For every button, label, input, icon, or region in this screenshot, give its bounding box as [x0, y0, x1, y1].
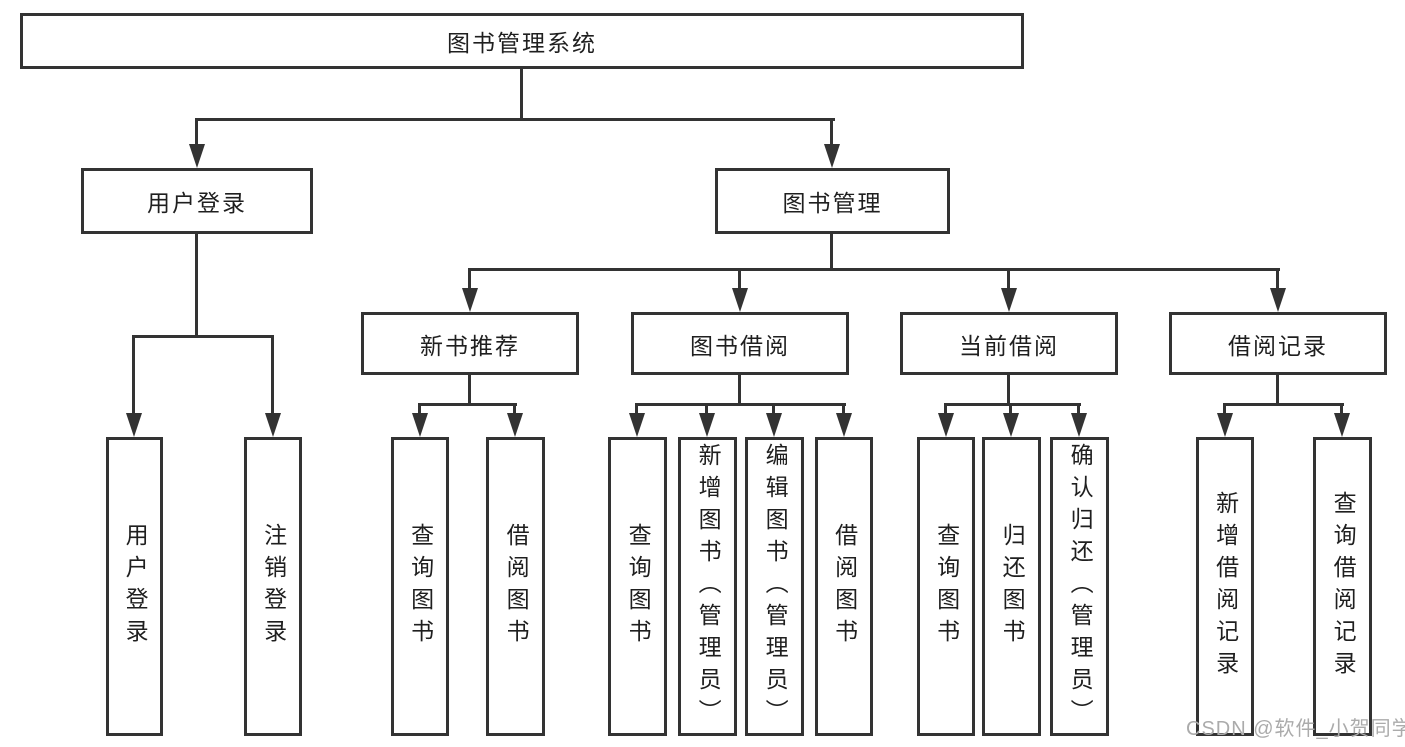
leaf-bb-add-books-admin: 新增图书（管理员）	[678, 437, 737, 736]
arrowhead-down	[824, 144, 840, 168]
leaf-logout-login: 注销登录	[244, 437, 302, 736]
connector-line	[468, 268, 471, 290]
connector-line	[271, 335, 274, 413]
connector-line	[520, 69, 523, 118]
arrowhead-down	[412, 413, 428, 437]
node-current-borrowing: 当前借阅	[900, 312, 1118, 375]
node-book-borrowing: 图书借阅	[631, 312, 849, 375]
node-borrowing-records: 借阅记录	[1169, 312, 1387, 375]
connector-line	[195, 118, 198, 146]
connector-line	[195, 234, 198, 338]
arrowhead-down	[766, 413, 782, 437]
connector-line	[830, 118, 833, 146]
arrowhead-down	[1334, 413, 1350, 437]
connector-line	[944, 403, 1081, 406]
leaf-br-query-record: 查询借阅记录	[1313, 437, 1372, 736]
leaf-cb-query-books: 查询图书	[917, 437, 975, 736]
connector-line	[418, 403, 517, 406]
connector-line	[418, 403, 421, 415]
connector-line	[944, 403, 947, 415]
node-new-book-recommend: 新书推荐	[361, 312, 579, 375]
connector-line	[830, 234, 833, 271]
leaf-bb-query-books: 查询图书	[608, 437, 667, 736]
connector-line	[738, 268, 741, 290]
watermark: CSDN @软件_小贺同学	[1186, 718, 1405, 740]
arrowhead-down	[1217, 413, 1233, 437]
arrowhead-down	[1001, 288, 1017, 312]
arrowhead-down	[629, 413, 645, 437]
arrowhead-down	[507, 413, 523, 437]
connector-line	[132, 335, 274, 338]
connector-line	[1007, 375, 1010, 406]
connector-line	[1009, 403, 1012, 415]
connector-line	[635, 403, 846, 406]
leaf-bb-edit-books-admin: 编辑图书（管理员）	[745, 437, 804, 736]
leaf-br-add-record: 新增借阅记录	[1196, 437, 1254, 736]
connector-line	[772, 403, 775, 415]
arrowhead-down	[126, 413, 142, 437]
leaf-user-login: 用户登录	[106, 437, 163, 736]
arrowhead-down	[699, 413, 715, 437]
connector-line	[132, 335, 135, 413]
connector-line	[635, 403, 638, 415]
connector-line	[1077, 403, 1080, 415]
connector-line	[1223, 403, 1344, 406]
arrowhead-down	[189, 144, 205, 168]
connector-line	[1340, 403, 1343, 415]
connector-line	[738, 375, 741, 406]
leaf-cb-confirm-return-admin: 确认归还（管理员）	[1050, 437, 1109, 736]
connector-line	[1007, 268, 1010, 290]
connector-line	[1276, 375, 1279, 406]
arrowhead-down	[1071, 413, 1087, 437]
connector-line	[195, 118, 835, 121]
arrowhead-down	[1270, 288, 1286, 312]
node-library-system: 图书管理系统	[20, 13, 1024, 69]
arrowhead-down	[1003, 413, 1019, 437]
node-book-management: 图书管理	[715, 168, 950, 234]
connector-line	[705, 403, 708, 415]
arrowhead-down	[462, 288, 478, 312]
connector-line	[842, 403, 845, 415]
connector-line	[468, 375, 471, 406]
connector-line	[1223, 403, 1226, 415]
leaf-nbr-borrow-books: 借阅图书	[486, 437, 545, 736]
leaf-nbr-query-books: 查询图书	[391, 437, 449, 736]
node-user-login: 用户登录	[81, 168, 313, 234]
connector-line	[468, 268, 1280, 271]
arrowhead-down	[265, 413, 281, 437]
leaf-cb-return-books: 归还图书	[982, 437, 1041, 736]
leaf-bb-borrow-books: 借阅图书	[815, 437, 873, 736]
connector-line	[513, 403, 516, 415]
connector-line	[1276, 268, 1279, 290]
arrowhead-down	[938, 413, 954, 437]
arrowhead-down	[836, 413, 852, 437]
arrowhead-down	[732, 288, 748, 312]
